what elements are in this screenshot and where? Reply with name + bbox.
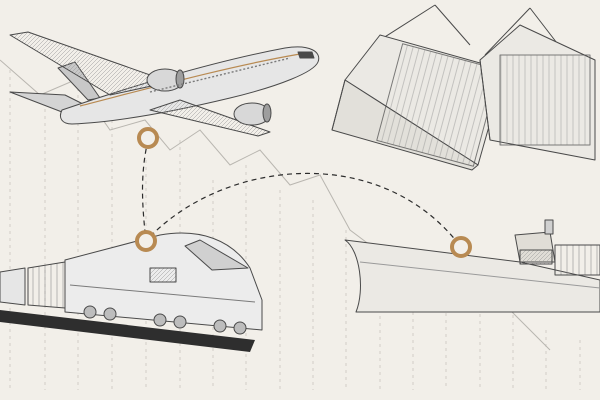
- route-marker-train: [135, 230, 157, 252]
- train-icon: [0, 232, 263, 352]
- container-icon: [331, 4, 596, 171]
- airplane-icon: [9, 31, 320, 137]
- route-marker-ship: [450, 236, 472, 258]
- transport-route: [141, 139, 462, 248]
- route-marker-airplane: [137, 127, 159, 149]
- ship-icon: [344, 219, 600, 313]
- route-markers: [135, 127, 472, 258]
